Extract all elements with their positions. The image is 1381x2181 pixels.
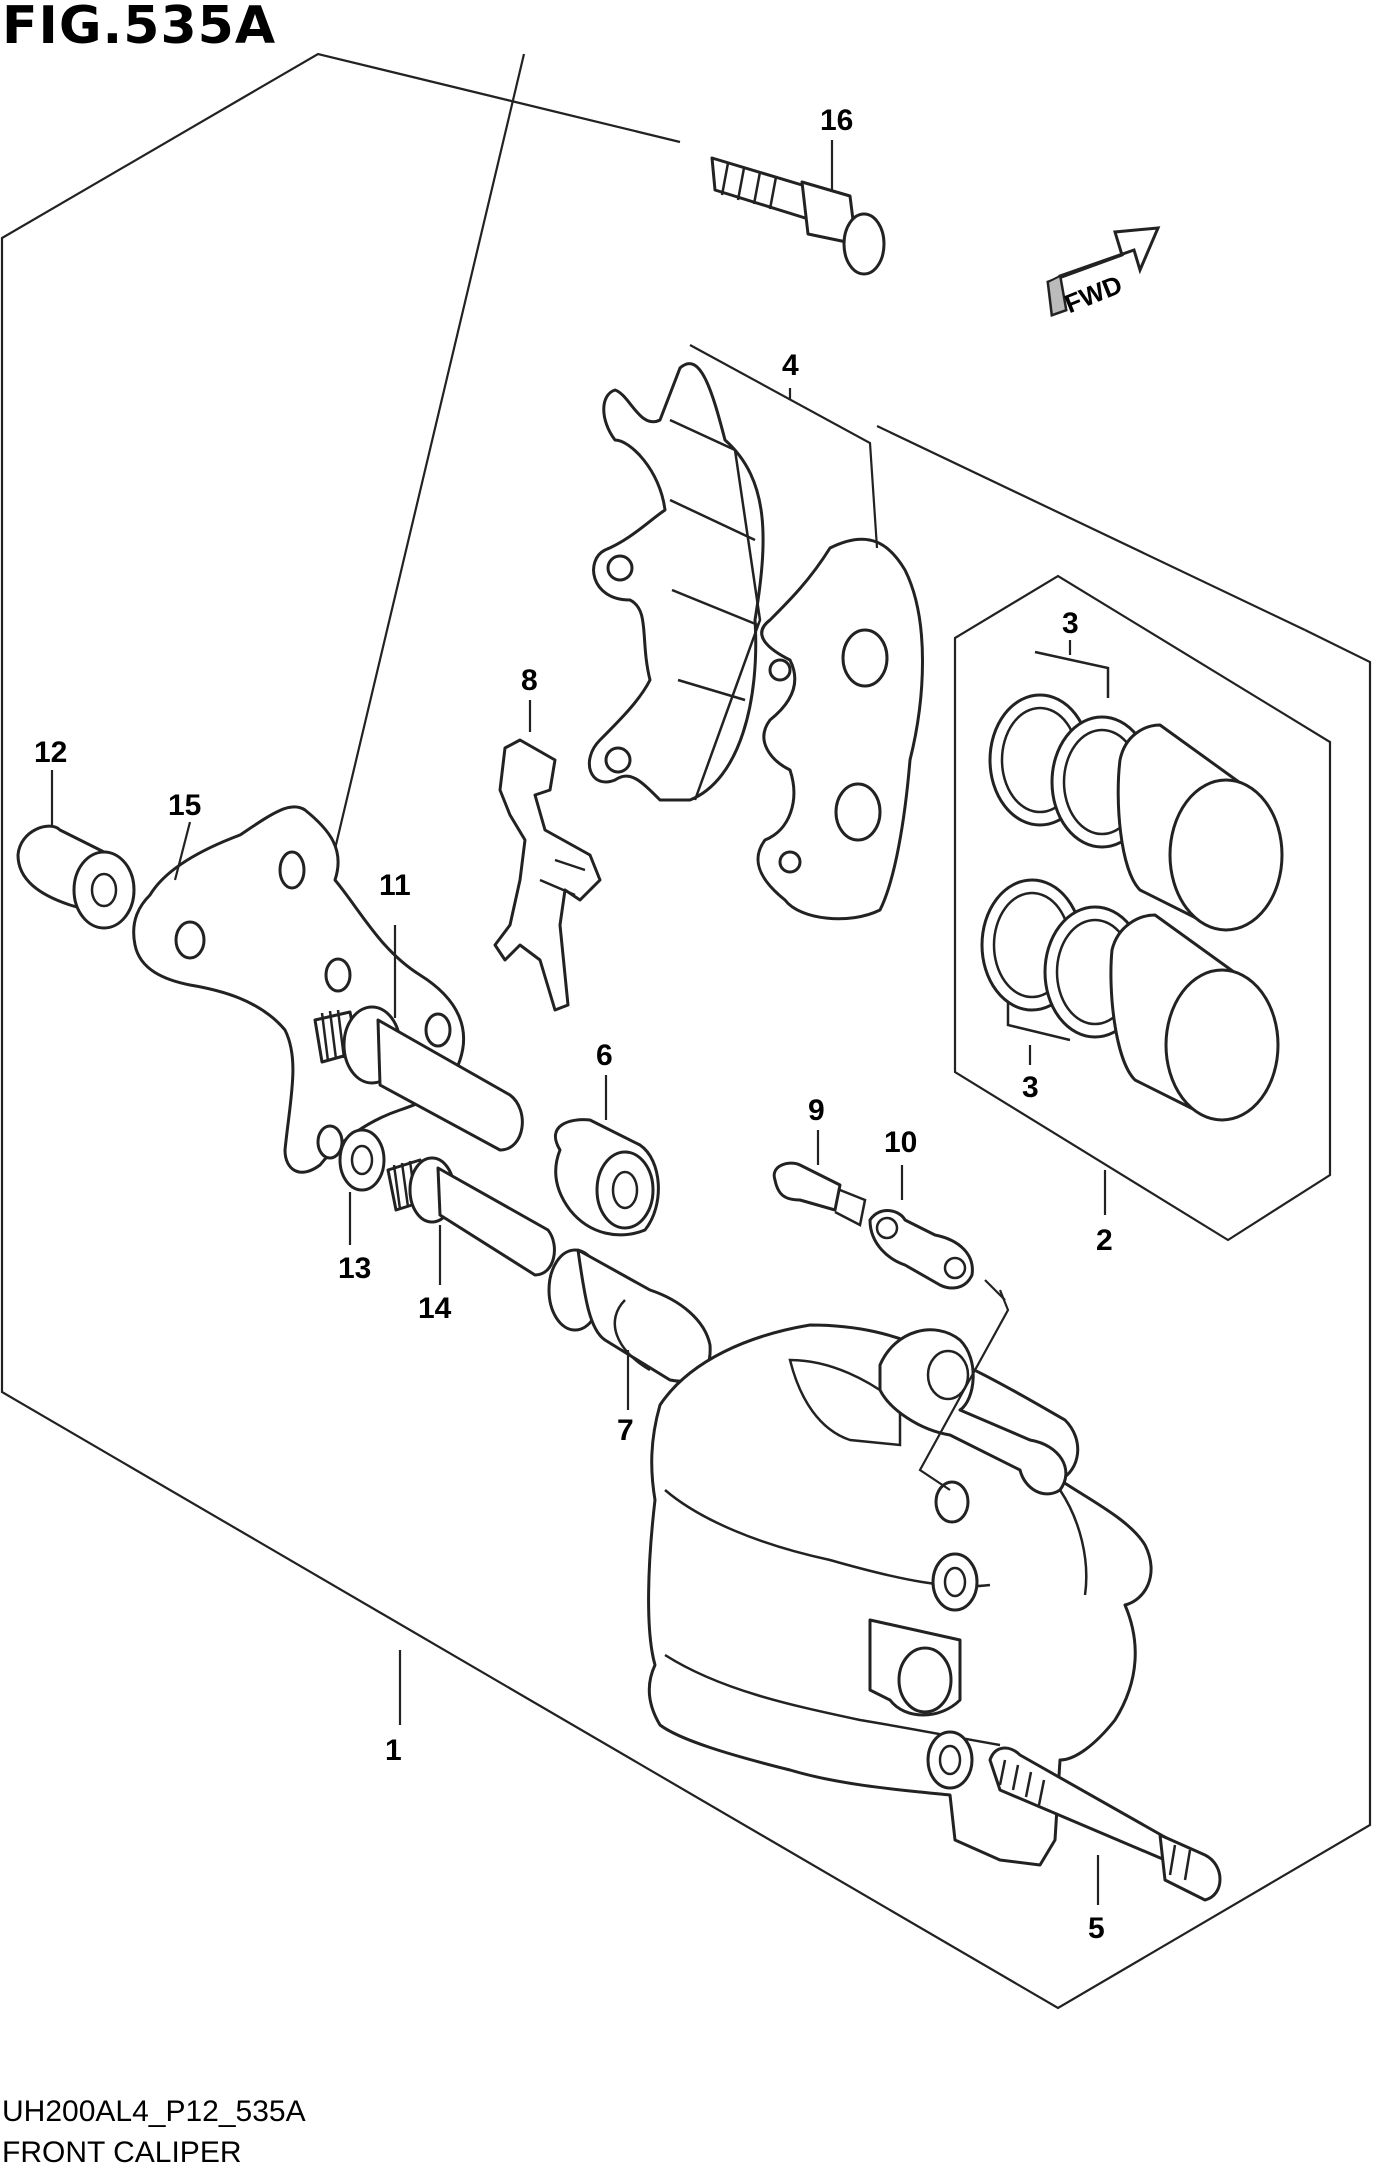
- part-6-boot: [553, 1075, 660, 1237]
- callout-11: 11: [379, 869, 411, 902]
- leader-bracket-16: [295, 53, 526, 919]
- part-11-slide-pin: [313, 925, 524, 1152]
- fwd-label: FWD: [1060, 269, 1126, 319]
- part-9-bleeder-valve: [772, 1130, 867, 1227]
- callout-8: 8: [521, 664, 538, 697]
- callout-6: 6: [596, 1039, 613, 1072]
- part-14-slide-pin: [386, 1156, 556, 1285]
- callout-3a: 3: [1062, 607, 1079, 640]
- callout-16: 16: [820, 104, 853, 137]
- callout-14: 14: [418, 1292, 452, 1325]
- callout-5: 5: [1088, 1912, 1105, 1945]
- part-16-bolt: [710, 156, 886, 276]
- figure-code: UH200AL4_P12_535A: [2, 2095, 306, 2128]
- callout-7: 7: [617, 1414, 634, 1447]
- part-10-cap: [868, 1165, 1006, 1301]
- fwd-arrow-icon: FWD: [1046, 226, 1161, 319]
- callout-15: 15: [168, 789, 201, 822]
- part-4-brake-pads: [587, 344, 924, 921]
- part-1-caliper-body: [398, 1323, 1153, 1867]
- part-5-bolt: [988, 1746, 1222, 1905]
- assembly-outline-1: [0, 52, 1372, 2010]
- callout-2: 2: [1096, 1224, 1113, 1257]
- callout-3b: 3: [1022, 1071, 1039, 1104]
- callout-12: 12: [34, 736, 67, 769]
- part-3-pistons-seals: [980, 640, 1284, 1122]
- callout-9: 9: [808, 1094, 825, 1127]
- part-8-pad-spring: [493, 700, 602, 1012]
- part-12-collar: [16, 770, 136, 930]
- outline-upper-edge: [876, 425, 1306, 631]
- leader-part-10: [918, 1289, 1010, 1491]
- part-7-boot: [547, 1248, 712, 1410]
- callout-13: 13: [338, 1252, 371, 1285]
- figure-title: FIG.535A: [2, 0, 277, 56]
- callout-10: 10: [884, 1126, 917, 1159]
- part-13-washer: [338, 1128, 386, 1245]
- figure-name: FRONT CALIPER: [2, 2136, 242, 2169]
- callout-4: 4: [782, 349, 799, 382]
- piston-kit-box-2: [953, 574, 1332, 1242]
- callout-1: 1: [385, 1734, 402, 1767]
- part-15-bracket: [132, 805, 466, 1174]
